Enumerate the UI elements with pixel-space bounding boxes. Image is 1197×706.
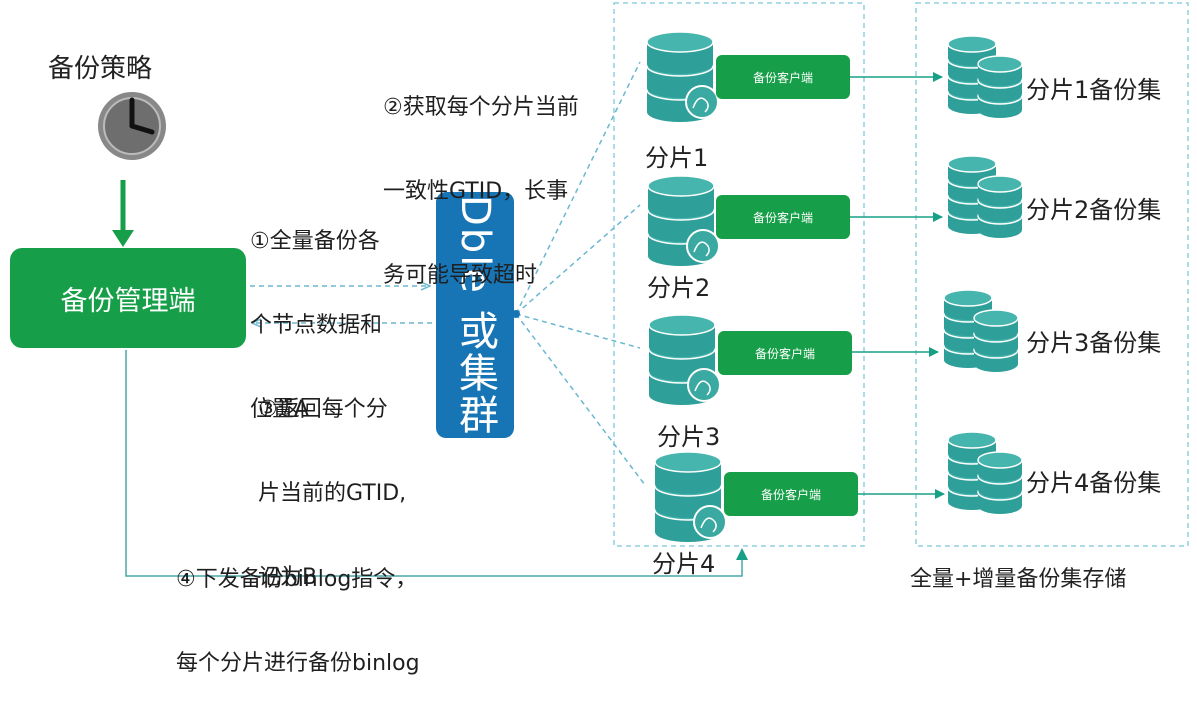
shard1-backup-client[interactable]: 备份客户端 bbox=[716, 55, 850, 99]
step1-line: 个节点数据和 bbox=[250, 313, 383, 338]
policy-title: 备份策略 bbox=[48, 54, 153, 84]
step3-line: ③返回每个分 bbox=[258, 397, 388, 422]
dble-fanout bbox=[515, 61, 646, 486]
storage-container bbox=[915, 2, 1189, 547]
step1-line: 位置A bbox=[250, 397, 310, 422]
backup-set4-db-icon bbox=[947, 431, 1023, 514]
shard3-backup-client[interactable]: 备份客户端 bbox=[718, 331, 852, 375]
step4-line: ④下发备份binlog指令， bbox=[176, 567, 418, 592]
shard3-label: 分片3 bbox=[657, 423, 721, 451]
shard1-label: 分片1 bbox=[645, 144, 709, 172]
management-node[interactable]: 备份管理端 bbox=[10, 248, 246, 348]
step4-line: 每个分片进行备份binlog bbox=[176, 651, 420, 676]
shard3-backup-set: 分片3备份集 bbox=[1026, 329, 1162, 357]
step2-line: 务可能导致超时 bbox=[383, 263, 538, 288]
step3-line: 记为B bbox=[258, 565, 318, 590]
clock-icon bbox=[98, 92, 166, 160]
shard1-db-icon bbox=[646, 31, 719, 122]
step3-line: 片当前的GTID, bbox=[258, 481, 407, 506]
management-label: 备份管理端 bbox=[60, 285, 196, 317]
shard2-backup-set: 分片2备份集 bbox=[1026, 196, 1162, 224]
backup-set1-db-icon bbox=[947, 35, 1023, 118]
shard1-backup-set: 分片1备份集 bbox=[1026, 76, 1162, 104]
backup-set2-db-icon bbox=[947, 155, 1023, 238]
step4-arrow bbox=[125, 350, 743, 577]
step2-line: ②获取每个分片当前 bbox=[383, 95, 579, 120]
shard2-backup-client[interactable]: 备份客户端 bbox=[716, 195, 850, 239]
step2-text: ②获取每个分片当前 一致性GTID，长事 务可能导致超时 bbox=[383, 38, 579, 318]
architecture-diagram bbox=[98, 2, 1189, 577]
step4-text: ④下发备份binlog指令， 每个分片进行备份binlog bbox=[176, 510, 420, 706]
dble-label: Dble 或集群 bbox=[452, 194, 498, 436]
step3-text: ③返回每个分 片当前的GTID, 记为B bbox=[258, 340, 406, 620]
shard4-backup-client[interactable]: 备份客户端 bbox=[724, 472, 858, 516]
step1-line: ①全量备份各 bbox=[250, 229, 380, 254]
shard2-label: 分片2 bbox=[647, 274, 711, 302]
shard4-db-icon bbox=[654, 451, 727, 542]
shard2-db-icon bbox=[647, 175, 720, 266]
step1-text: ①全量备份各 个节点数据和 位置A bbox=[250, 172, 382, 452]
storage-label: 全量+增量备份集存储 bbox=[910, 567, 1127, 592]
step2-line: 一致性GTID，长事 bbox=[383, 179, 569, 204]
shard3-db-icon bbox=[648, 314, 721, 405]
backup-set3-db-icon bbox=[943, 289, 1019, 372]
dble-cluster-node[interactable]: Dble 或集群 bbox=[436, 192, 514, 438]
shard4-backup-set: 分片4备份集 bbox=[1026, 469, 1162, 497]
shards-container bbox=[613, 2, 865, 547]
shard4-label: 分片4 bbox=[652, 550, 716, 578]
